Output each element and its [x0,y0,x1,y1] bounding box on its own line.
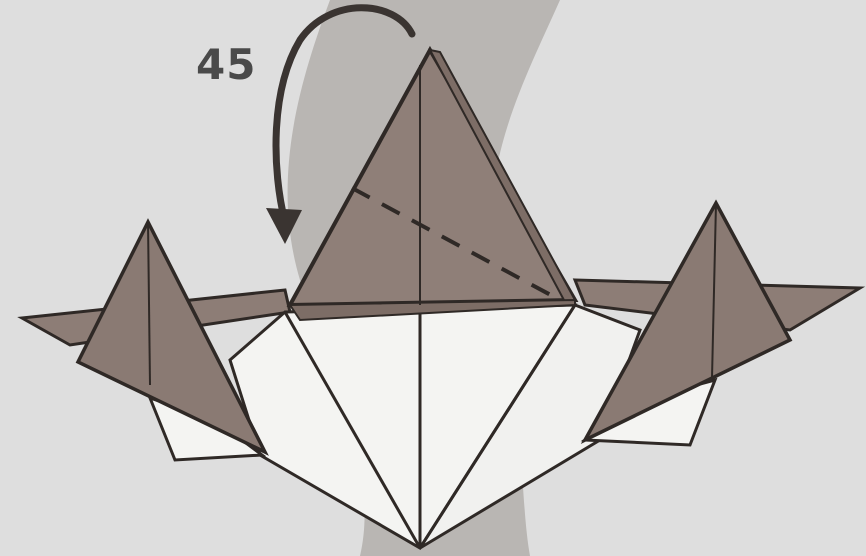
step-number: 45 [196,40,256,89]
